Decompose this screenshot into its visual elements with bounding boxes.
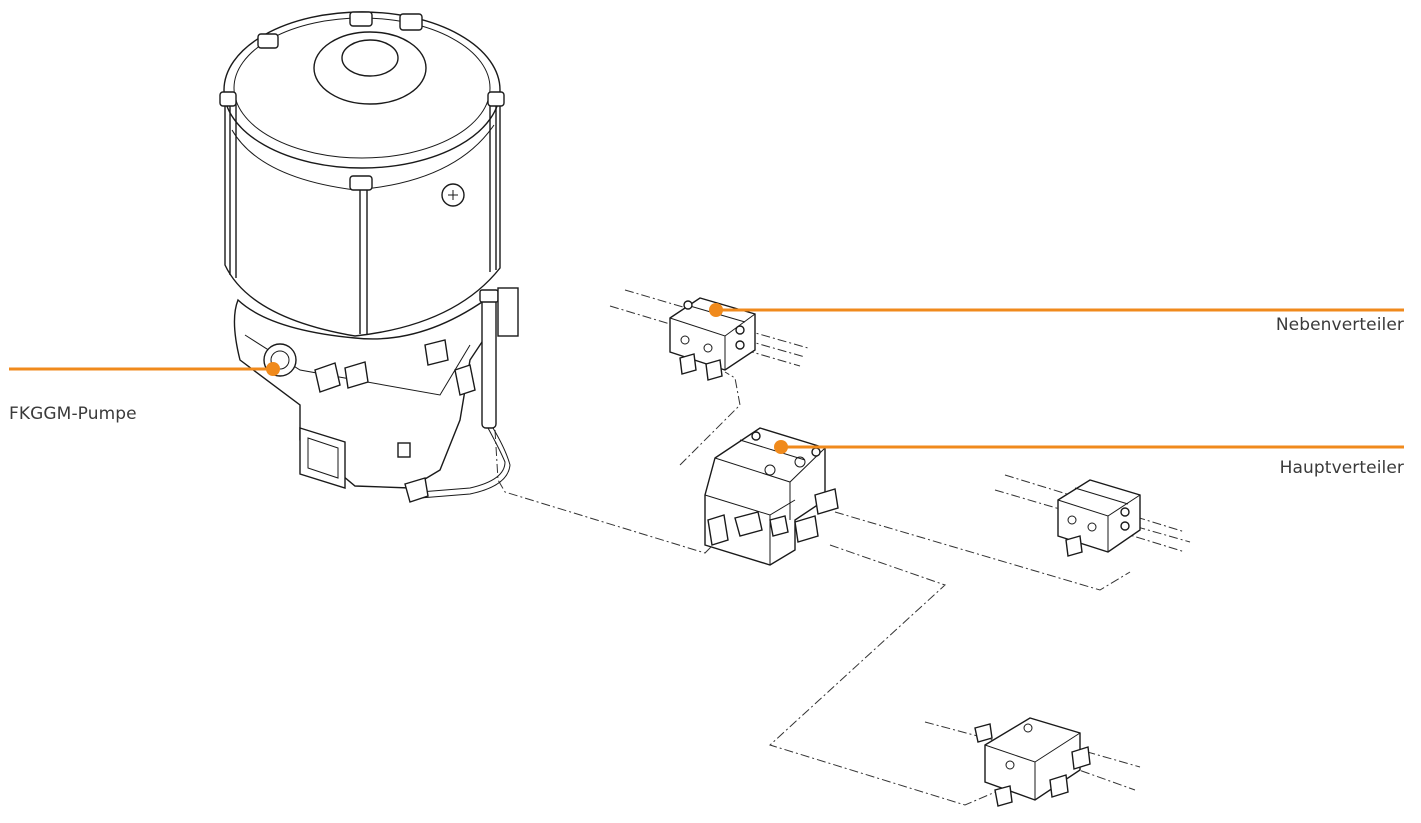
main-distributor-label: Hauptverteiler (1279, 458, 1404, 478)
pipelines (494, 289, 1191, 806)
pump-drawing (219, 11, 519, 503)
pipe-sec-in-1 (624, 289, 701, 313)
pipe-pump-to-main (494, 429, 719, 554)
pipe-main-to-bottom (769, 544, 1001, 806)
main-distributor-drawing (704, 427, 839, 566)
callout-dot-main (774, 440, 788, 454)
secondary-distributor-drawing (669, 297, 756, 381)
pipe-sec-out-3 (744, 349, 801, 367)
pipe-right-in-1 (1004, 474, 1081, 499)
pipe-right-out-3 (1119, 531, 1186, 553)
bottom-distributor-drawing (974, 717, 1091, 807)
pump-label: FKGGM-Pumpe (9, 404, 137, 424)
callouts (9, 303, 1404, 454)
pipe-right-out-1 (1119, 511, 1186, 533)
callout-dot-pump (266, 362, 280, 376)
pipe-main-to-secondary-top (679, 371, 741, 466)
pipe-sec-out-1 (744, 329, 809, 349)
pipe-sec-out-2 (744, 339, 806, 358)
pipe-main-to-right (834, 511, 1131, 591)
callout-dot-secondary (709, 303, 723, 317)
secondary-distributor-label: Nebenverteiler (1275, 315, 1404, 335)
right-distributor-drawing (1057, 479, 1141, 557)
pipe-right-in-2 (994, 489, 1071, 513)
